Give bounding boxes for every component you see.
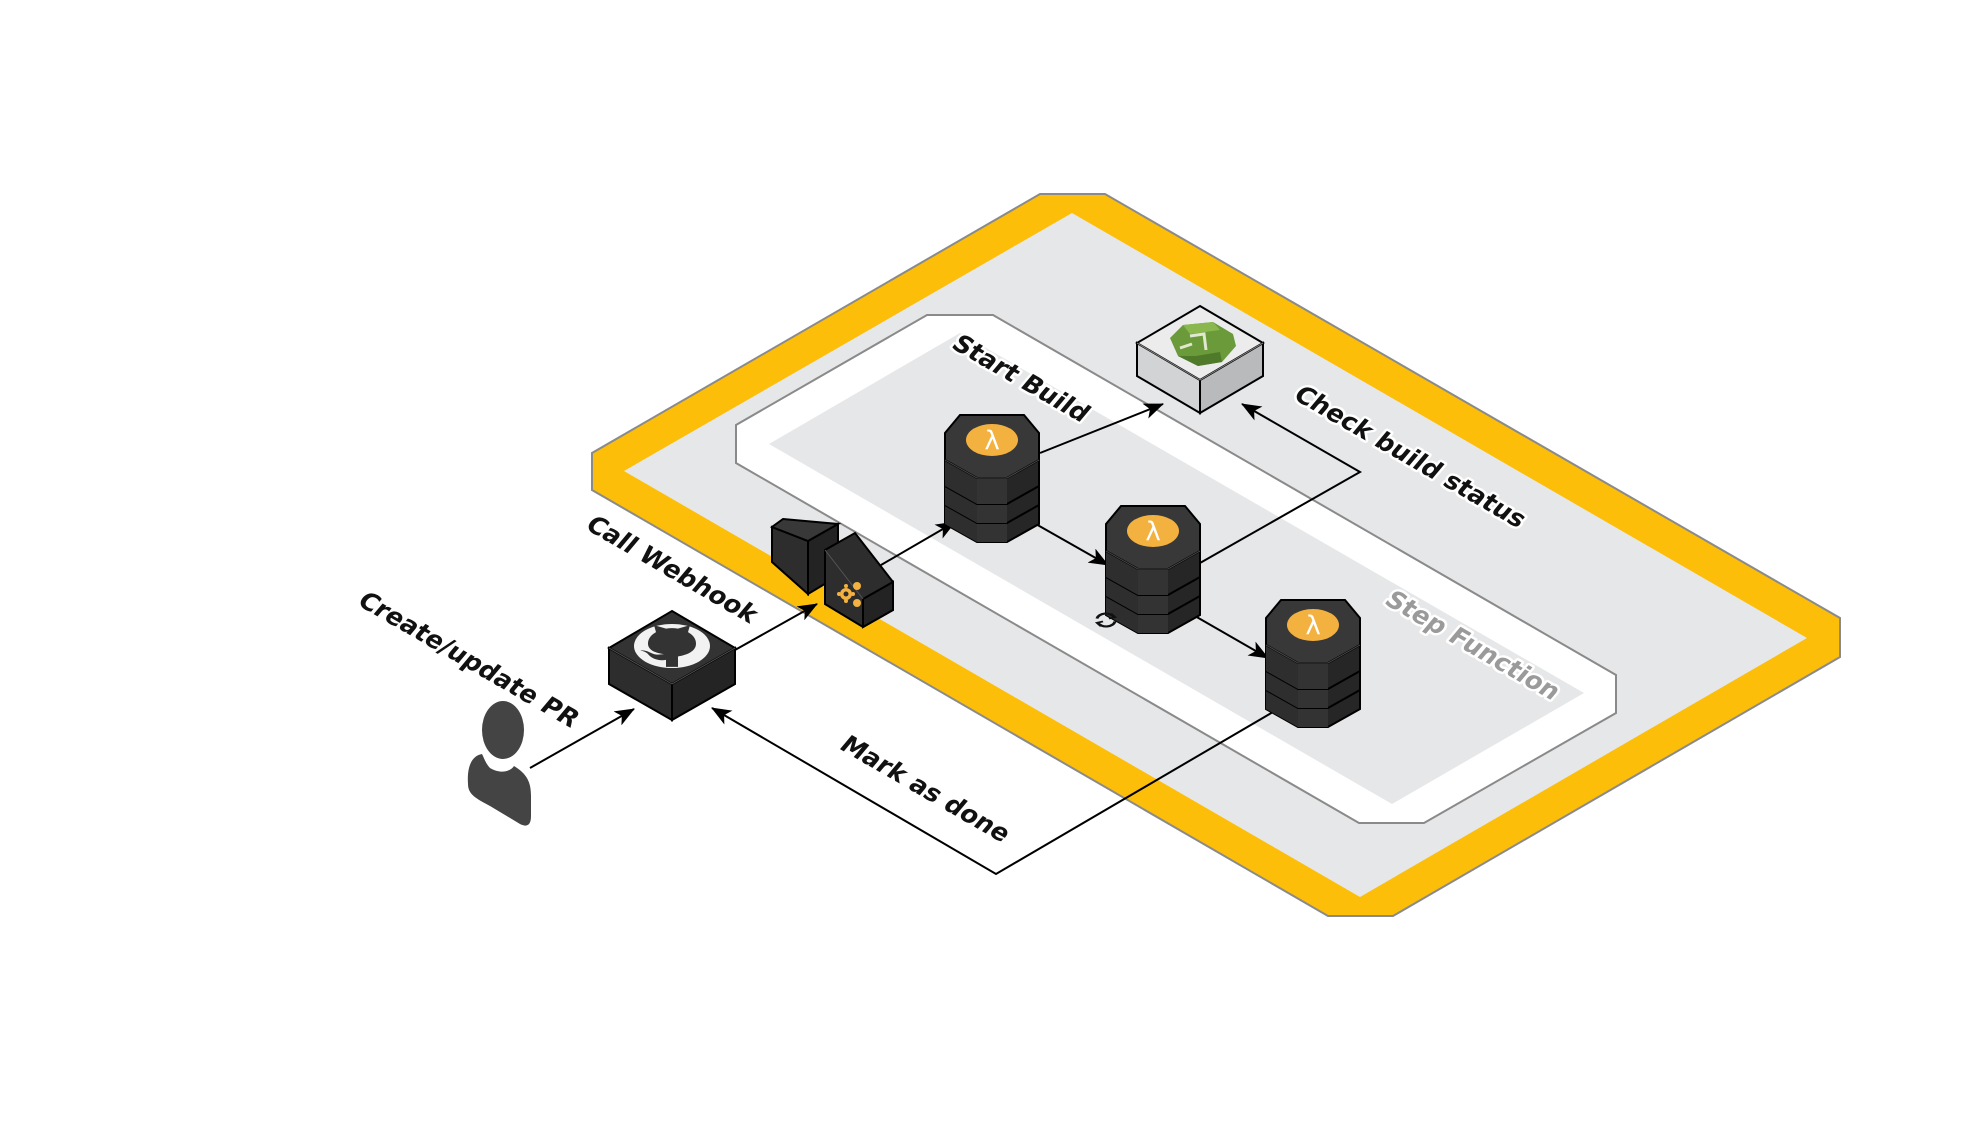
- lambda-check-node[interactable]: λ: [1105, 505, 1201, 634]
- edge-user-github: [529, 708, 635, 769]
- person-icon: [467, 754, 531, 826]
- edge-lambda-start-codebuild: [1039, 403, 1164, 454]
- lambda-start-node[interactable]: λ: [944, 414, 1040, 543]
- api-gateway-right-block: [824, 531, 894, 629]
- edge-lambda-check-lambda-done: [1187, 611, 1269, 659]
- label-mark-as-done: Mark as done: [834, 730, 1017, 847]
- github-node[interactable]: [607, 609, 737, 722]
- svg-text:λ: λ: [1145, 517, 1160, 547]
- lambda-done-node[interactable]: λ: [1265, 599, 1361, 728]
- flow-edges: [529, 403, 1363, 876]
- github-icon: [634, 623, 710, 669]
- label-create-update-pr: Create/update PR: [352, 586, 586, 732]
- api-gateway-node[interactable]: [769, 517, 894, 629]
- edge-lambda-start-lambda-check: [1026, 518, 1109, 566]
- api-gateway-left-block: [769, 517, 842, 597]
- codebuild-icon: [1170, 322, 1236, 366]
- codebuild-node[interactable]: [1135, 304, 1265, 415]
- svg-text:λ: λ: [984, 426, 999, 456]
- refresh-icon: [1094, 612, 1118, 628]
- edge-apigateway-lambda-start: [880, 521, 956, 566]
- edge-github-apigateway: [734, 603, 818, 651]
- edge-lambda-done-github: [711, 704, 1286, 876]
- svg-text:λ: λ: [1305, 611, 1320, 641]
- lambda-icon: λ: [1287, 609, 1339, 641]
- edge-lambda-check-codebuild: [1199, 403, 1363, 564]
- person-head-icon: [482, 701, 524, 759]
- user-node[interactable]: [467, 701, 531, 826]
- lambda-icon: λ: [966, 424, 1018, 456]
- lambda-icon: λ: [1127, 515, 1179, 547]
- gears-icon: [837, 582, 861, 607]
